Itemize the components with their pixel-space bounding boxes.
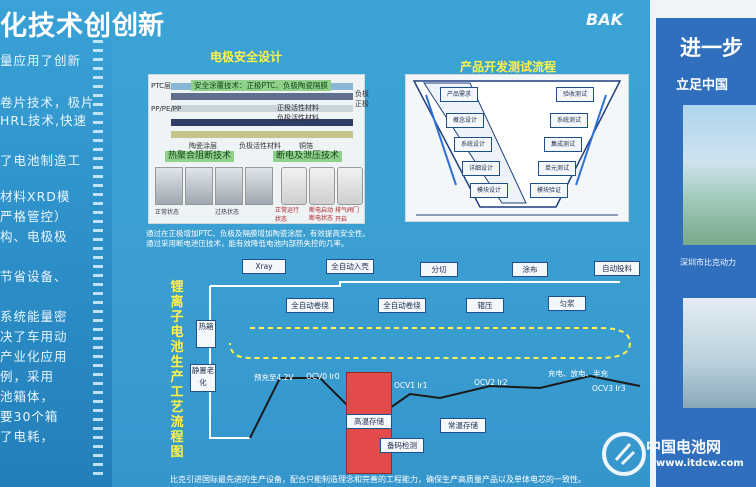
curve-label: OCV0 Ir0 [306, 372, 340, 381]
cell-illustration [155, 167, 183, 205]
layer-label: 陶瓷涂层 [189, 142, 217, 150]
process-footer: 比克引进国际最先进的生产设备，配合只能制造理念和完善的工程能力，确保生产高质量产… [170, 475, 586, 484]
cell-can-illustration [281, 167, 307, 205]
curve-label: 充电、放电、半充 [548, 369, 608, 378]
layer-bar [171, 105, 353, 112]
cell-can-illustration [309, 167, 335, 205]
safety-tag: 安全涂覆技术：正极PTC、负极陶瓷隔膜 [191, 80, 331, 91]
left-board-line: 卷片技术，极片 [0, 95, 95, 110]
curve-label: OCV1 Ir1 [394, 381, 428, 390]
layer-label: 负极活性材料 [239, 142, 281, 150]
curve-label: 预充至4.2V [254, 373, 294, 382]
process-step-top: 涂布 [512, 262, 548, 277]
building-photo [683, 105, 756, 245]
layer-label: 负极活性材料 [277, 114, 319, 122]
cell-can-illustration [337, 167, 363, 205]
process-title: 锂离子电池生产工艺流程图 [170, 280, 184, 460]
left-board-line: 了电耗， [0, 429, 55, 444]
left-board-line: 要30个箱 [0, 409, 59, 424]
process-box-code-check: 备码检测 [380, 438, 424, 453]
side-box-hotbox: 热箱 [196, 320, 216, 348]
left-board-line: 例，采用 [0, 369, 55, 384]
dotted-divider [93, 40, 103, 480]
factory-photo [683, 298, 756, 408]
left-board-line: 产业化应用 [0, 349, 68, 364]
side-box-aging: 静置老化 [190, 364, 216, 392]
left-board-line: 严格管控） [0, 209, 68, 224]
safety-design-title: 电极安全设计 [210, 50, 283, 64]
right-board-subtitle: 立足中国 [676, 78, 729, 93]
process-step-top: 自动投料 [594, 261, 640, 276]
process-step-bottom: 辊压 [466, 298, 504, 313]
process-step-top: 全自动入壳 [326, 259, 374, 274]
safety-note-1: 通过在正极增加PTC、负极及隔膜增加陶瓷涂层，有效提高安全性。 [146, 229, 370, 238]
left-board-line: 量应用了创新 [0, 53, 82, 68]
tech-tag-cutoff: 断电及泄压技术 [273, 151, 343, 162]
process-step-bottom: 匀浆 [548, 296, 586, 311]
left-board-line: 了电池制造工 [0, 153, 82, 168]
cell-caption: 断电启动 [309, 207, 334, 214]
cell-caption: 正常运行状态 [275, 207, 300, 223]
left-board-line: HRL技术,快速 [0, 113, 88, 128]
v-step-right: 系统测试 [550, 113, 588, 128]
product-dev-title: 产品开发测试流程 [460, 60, 557, 74]
cell-caption: 过热状态 [215, 209, 240, 216]
left-board-line: 系统能量密 [0, 309, 68, 324]
left-board-line: 节省设备、 [0, 269, 68, 284]
left-board [0, 0, 112, 487]
layer-bar [171, 131, 353, 138]
safety-design-diagram: PTC层 PP/PE/PP 安全涂覆技术：正极PTC、负极陶瓷隔膜 正极活性材料… [148, 74, 369, 224]
process-box-room-temp: 常温存储 [440, 418, 486, 433]
v-step-right: 单元测试 [538, 161, 576, 176]
left-board-line: 材料XRD模 [0, 189, 71, 204]
product-dev-diagram: 产品需求 概念设计 系统设计 详细设计 模块设计 验收测试 系统测试 集成测试 … [405, 74, 629, 222]
process-step-top: Xray [242, 259, 286, 274]
v-step-left: 概念设计 [446, 113, 484, 128]
process-step-bottom: 全自动卷绕 [378, 298, 426, 313]
curve-label: OCV2 Ir2 [474, 378, 508, 387]
layer-label: PTC层 [151, 82, 171, 90]
layer-label: 正极活性材料 [277, 104, 319, 112]
cell-caption: 排气阀门开启 [335, 207, 360, 223]
cell-illustration [245, 167, 273, 205]
bak-logo: BAK [586, 10, 623, 29]
watermark-name: 中国电池网 [646, 438, 722, 456]
left-board-title: 化技术创新 [0, 11, 120, 42]
watermark-logo-icon [602, 432, 646, 476]
process-step-top: 分切 [420, 262, 458, 277]
layer-label: 负极 [355, 90, 369, 98]
v-step-left: 模块设计 [470, 183, 508, 198]
cell-illustration [185, 167, 213, 205]
tech-tag-thermal: 热聚合阻断技术 [165, 151, 235, 162]
watermark-url: www.itdcw.com [656, 458, 744, 469]
cell-illustration [215, 167, 243, 205]
left-board-line: 构、电极极 [0, 229, 68, 244]
layer-bar [171, 119, 353, 126]
right-board-title: 进一步 [680, 36, 743, 60]
cell-caption: 断电状态 [309, 215, 334, 222]
safety-note-2: 通过采用断电泄压技术，能有效降低电池内部热失控的几率。 [146, 239, 349, 248]
right-board-panel [656, 18, 756, 487]
v-step-left: 产品需求 [440, 87, 478, 102]
poster-title: 创新 [112, 11, 165, 41]
layer-label: 正极 [355, 100, 369, 108]
left-board-line: 决了车用动 [0, 329, 68, 344]
left-board-line: 池箱体， [0, 389, 55, 404]
right-board-caption: 深圳市比克动力 [680, 258, 736, 267]
cell-caption: 正常状态 [155, 209, 180, 216]
v-step-right: 验收测试 [556, 87, 594, 102]
v-step-left: 详细设计 [462, 161, 500, 176]
v-step-right: 集成测试 [544, 137, 582, 152]
layer-label: PP/PE/PP [151, 105, 182, 113]
process-box-high-temp: 高温存储 [346, 414, 392, 429]
v-step-right: 模块验证 [530, 183, 568, 198]
layer-bar [171, 93, 353, 100]
process-step-bottom: 全自动卷绕 [286, 298, 334, 313]
v-step-left: 系统设计 [454, 137, 492, 152]
curve-label: OCV3 Ir3 [592, 384, 626, 393]
layer-label: 铜箔 [299, 142, 313, 150]
